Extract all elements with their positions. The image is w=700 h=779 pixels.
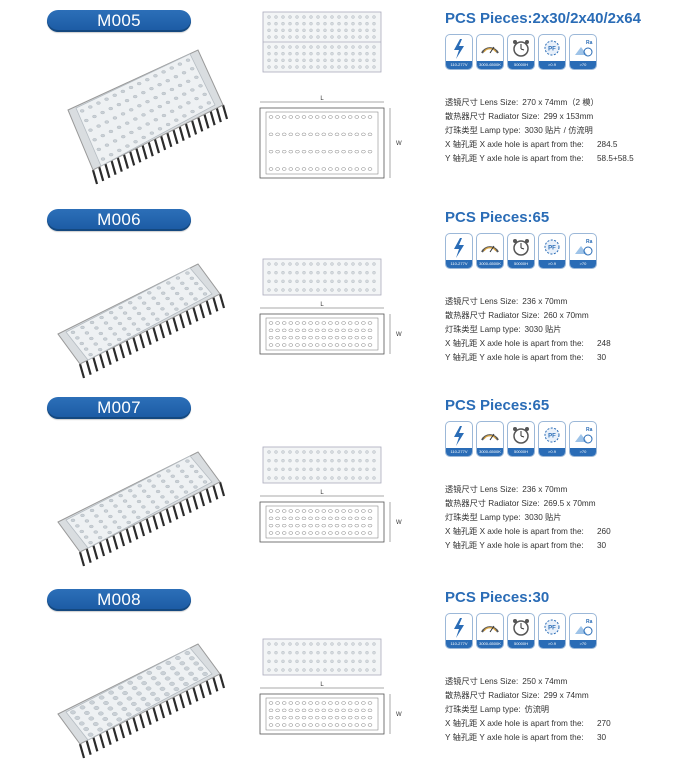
model-badge: M007	[47, 397, 191, 419]
svg-text:Ra: Ra	[586, 239, 593, 245]
icon-caption: >70	[570, 61, 596, 69]
icon-caption: >70	[570, 640, 596, 648]
voltage-icon: 110-277V	[445, 421, 473, 457]
model-badge: M005	[47, 10, 191, 32]
spec-lens: 透镜尺寸 Lens Size:270 x 74mm（2 模）	[445, 98, 599, 107]
icon-caption: >70	[570, 448, 596, 456]
icon-caption: 110-277V	[446, 260, 472, 268]
cct-icon: 3000-6500K	[476, 421, 504, 457]
icon-caption: 3000-6500K	[477, 640, 503, 648]
spec-lamp: 灯珠类型 Lamp type:仿流明	[445, 705, 550, 714]
voltage-icon: 110-277V	[445, 233, 473, 269]
dimension-l-label: L	[320, 490, 324, 496]
icon-caption: 110-277V	[446, 61, 472, 69]
spec-y-axle: Y 轴孔距 Y axle hole is apart from the:30	[445, 541, 607, 550]
pcs-heading: PCS Pieces:2x30/2x40/2x64	[445, 10, 641, 27]
icon-caption: 50000H	[508, 260, 534, 268]
cct-icon: 3000-6500K	[476, 34, 504, 70]
icon-caption: 3000-6500K	[477, 260, 503, 268]
spec-y-axle: Y 轴孔距 Y axle hole is apart from the:58.5…	[445, 154, 634, 163]
svg-text:PF: PF	[548, 434, 556, 440]
dimension-w-label: W	[396, 332, 402, 338]
spec-lamp: 灯珠类型 Lamp type:3030 贴片 / 仿流明	[445, 126, 593, 135]
svg-text:Ra: Ra	[586, 427, 593, 433]
spec-x-axle: X 轴孔距 X axle hole is apart from the:270	[445, 719, 611, 728]
icon-caption: 50000H	[508, 448, 534, 456]
dimension-w-label: W	[396, 141, 402, 147]
spec-lens: 透镜尺寸 Lens Size:236 x 70mm	[445, 485, 568, 494]
icon-caption: 50000H	[508, 640, 534, 648]
svg-text:Ra: Ra	[586, 619, 593, 625]
spec-radiator: 散热器尺寸 Radiator Size:269.5 x 70mm	[445, 499, 596, 508]
icon-caption: 3000-6500K	[477, 61, 503, 69]
icon-caption: >0.9	[539, 61, 565, 69]
cri-icon: Ra >70	[569, 613, 597, 649]
lifetime-icon: 50000H	[507, 613, 535, 649]
spec-lens: 透镜尺寸 Lens Size:250 x 74mm	[445, 677, 568, 686]
svg-text:PF: PF	[548, 246, 556, 252]
icon-caption: 110-277V	[446, 640, 472, 648]
icon-caption: >70	[570, 260, 596, 268]
spec-radiator: 散热器尺寸 Radiator Size:260 x 70mm	[445, 311, 589, 320]
icon-caption: 3000-6500K	[477, 448, 503, 456]
icon-caption: >0.9	[539, 640, 565, 648]
pcs-heading: PCS Pieces:30	[445, 589, 550, 606]
icon-caption: >0.9	[539, 260, 565, 268]
dimension-w-label: W	[396, 520, 402, 526]
voltage-icon: 110-277V	[445, 34, 473, 70]
svg-text:Ra: Ra	[586, 40, 593, 46]
icon-caption: 110-277V	[446, 448, 472, 456]
lifetime-icon: 50000H	[507, 233, 535, 269]
dimension-l-label: L	[320, 682, 324, 688]
spec-radiator: 散热器尺寸 Radiator Size:299 x 153mm	[445, 112, 594, 121]
dimension-l-label: L	[320, 96, 324, 102]
cri-icon: Ra >70	[569, 421, 597, 457]
product-photo	[48, 229, 228, 389]
cri-icon: Ra >70	[569, 34, 597, 70]
spec-x-axle: X 轴孔距 X axle hole is apart from the:260	[445, 527, 611, 536]
spec-lamp: 灯珠类型 Lamp type:3030 贴片	[445, 325, 562, 334]
voltage-icon: 110-277V	[445, 613, 473, 649]
pcs-heading: PCS Pieces:65	[445, 397, 550, 414]
cri-icon: Ra >70	[569, 233, 597, 269]
model-badge: M008	[47, 589, 191, 611]
power-factor-icon: PF >0.9	[538, 613, 566, 649]
dimension-l-label: L	[320, 302, 324, 308]
product-photo	[48, 609, 228, 769]
spec-radiator: 散热器尺寸 Radiator Size:299 x 74mm	[445, 691, 589, 700]
spec-x-axle: X 轴孔距 X axle hole is apart from the:284.…	[445, 140, 618, 149]
power-factor-icon: PF >0.9	[538, 233, 566, 269]
lifetime-icon: 50000H	[507, 421, 535, 457]
icon-caption: >0.9	[539, 448, 565, 456]
pcs-heading: PCS Pieces:65	[445, 209, 550, 226]
cct-icon: 3000-6500K	[476, 613, 504, 649]
svg-text:PF: PF	[548, 47, 556, 53]
power-factor-icon: PF >0.9	[538, 34, 566, 70]
dimension-w-label: W	[396, 712, 402, 718]
spec-lamp: 灯珠类型 Lamp type:3030 贴片	[445, 513, 562, 522]
spec-y-axle: Y 轴孔距 Y axle hole is apart from the:30	[445, 733, 607, 742]
lifetime-icon: 50000H	[507, 34, 535, 70]
power-factor-icon: PF >0.9	[538, 421, 566, 457]
icon-caption: 50000H	[508, 61, 534, 69]
model-badge: M006	[47, 209, 191, 231]
product-photo	[48, 30, 229, 190]
product-photo	[48, 417, 228, 577]
cct-icon: 3000-6500K	[476, 233, 504, 269]
spec-lens: 透镜尺寸 Lens Size:236 x 70mm	[445, 297, 568, 306]
spec-y-axle: Y 轴孔距 Y axle hole is apart from the:30	[445, 353, 607, 362]
svg-text:PF: PF	[548, 626, 556, 632]
spec-x-axle: X 轴孔距 X axle hole is apart from the:248	[445, 339, 611, 348]
